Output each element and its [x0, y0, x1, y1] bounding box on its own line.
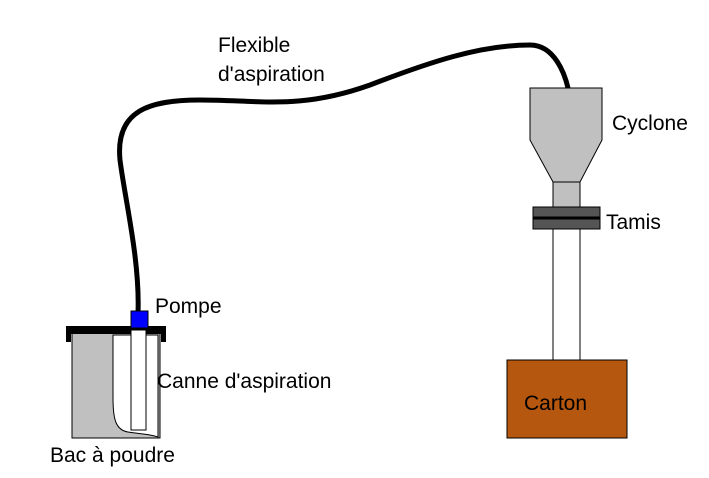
label-hose-line2: d'aspiration	[218, 63, 325, 86]
cyclone-outlet	[552, 181, 581, 209]
drop-tube	[552, 229, 581, 360]
label-powder-tray: Bac à poudre	[50, 444, 175, 467]
label-cyclone: Cyclone	[612, 112, 688, 135]
label-suction-wand: Canne d'aspiration	[157, 370, 331, 393]
carton-box	[506, 359, 628, 439]
label-sieve: Tamis	[606, 211, 661, 234]
label-hose-line1: Flexible	[218, 34, 290, 57]
tray-lid-right-lip	[161, 326, 166, 342]
label-carton: Carton	[524, 392, 587, 415]
tray-lid-left-lip	[66, 326, 71, 342]
tray-lid	[66, 326, 166, 334]
label-pump: Pompe	[155, 295, 222, 318]
cyclone-body	[529, 87, 603, 183]
suction-wand	[130, 329, 147, 431]
powder-tray	[66, 326, 166, 439]
pump	[130, 310, 149, 329]
suction-hose	[117, 42, 571, 316]
cyclone	[529, 87, 603, 209]
sieve	[532, 206, 601, 230]
